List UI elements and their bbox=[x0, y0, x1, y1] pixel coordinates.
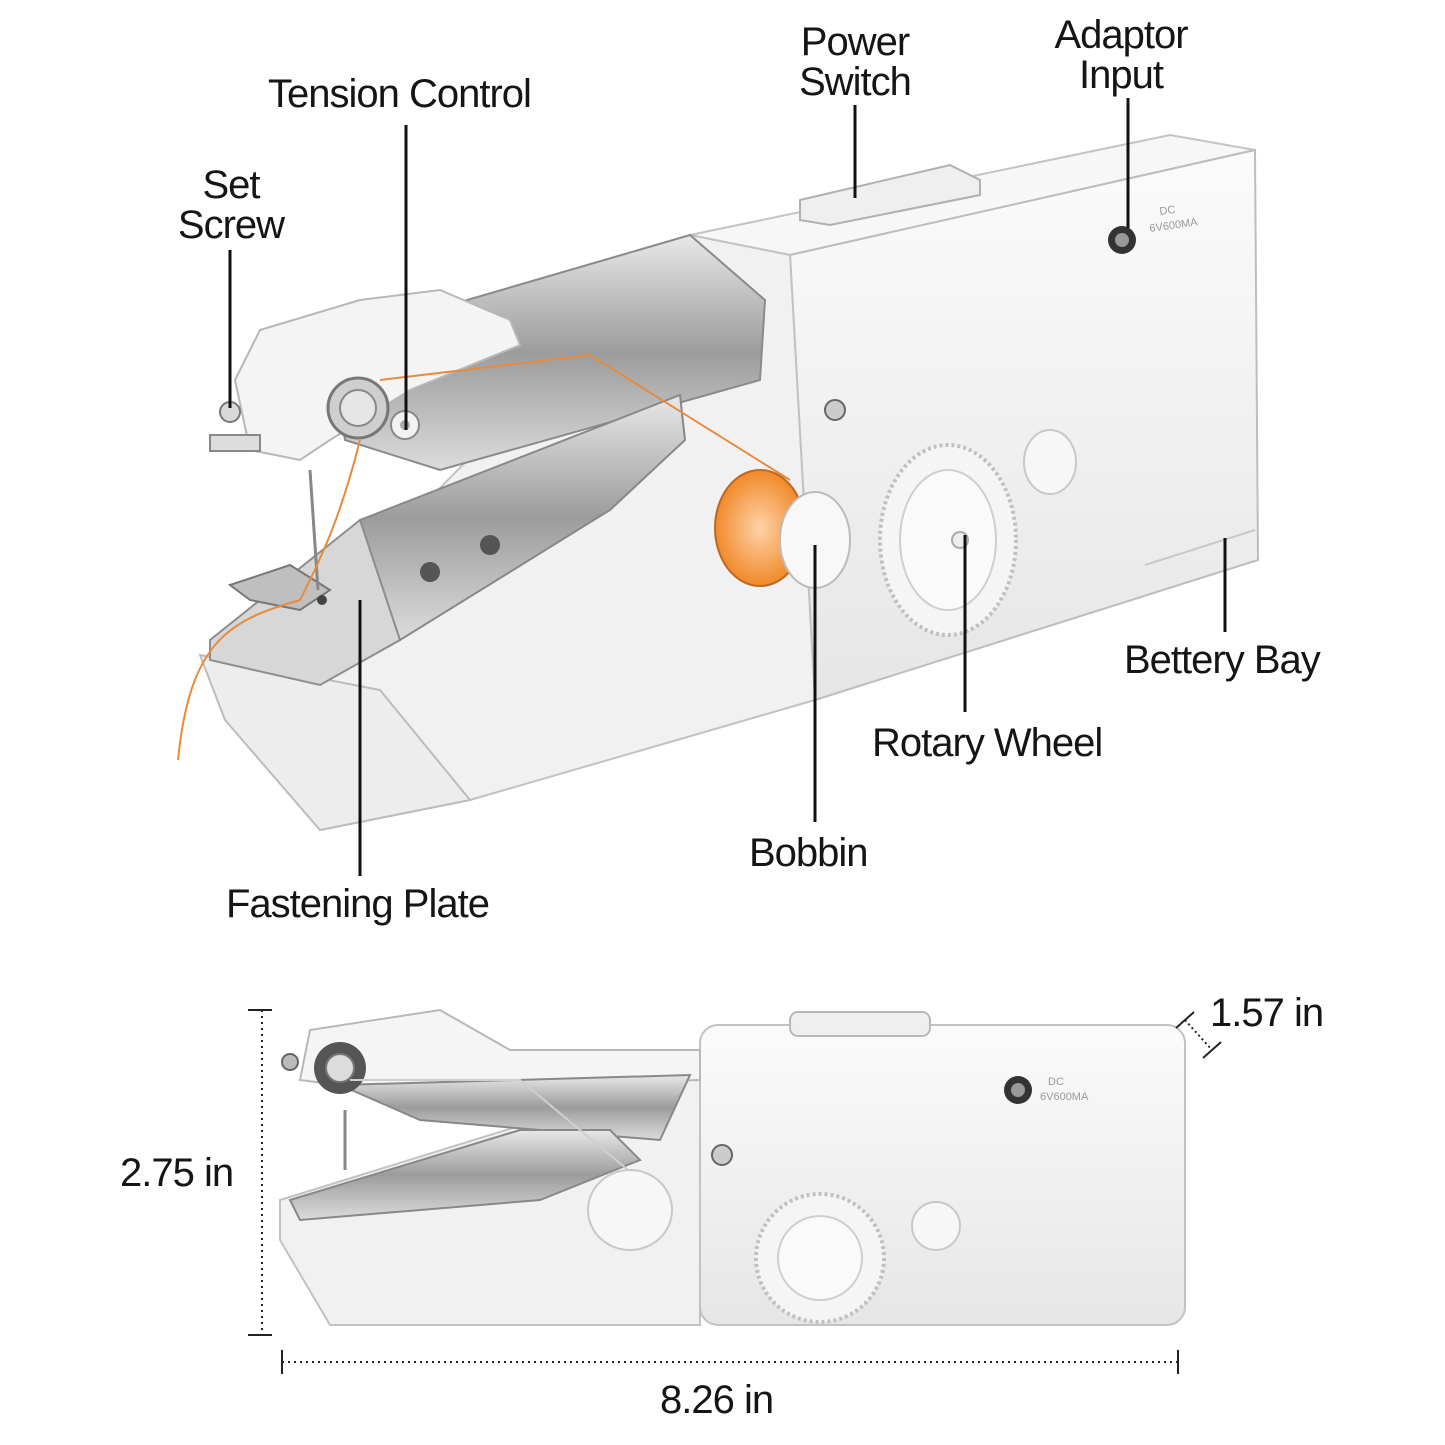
set-screw-line-1: Set bbox=[202, 163, 260, 207]
machine-perspective-view: DC 6V600MA bbox=[177, 133, 1260, 832]
height-dimension-label: 2.75 in bbox=[120, 1151, 234, 1195]
dc-rating-label-top: DC bbox=[1159, 204, 1176, 218]
dc-rating-label-side: DC bbox=[1048, 1076, 1064, 1088]
fastening-plate-label: Fastening Plate bbox=[226, 882, 490, 926]
dimension-lines bbox=[248, 1009, 1222, 1374]
voltage-rating-label-side: 6V600MA bbox=[1040, 1091, 1089, 1103]
leader-lines bbox=[228, 98, 1227, 876]
adaptor-input-label: Adaptor Input bbox=[1040, 15, 1202, 95]
adaptor-input-line-1: Adaptor bbox=[1054, 13, 1188, 57]
battery-bay-label: Bettery Bay bbox=[1124, 638, 1321, 682]
bobbin-label: Bobbin bbox=[749, 831, 869, 875]
width-dimension-label: 8.26 in bbox=[660, 1378, 774, 1422]
power-switch-line-2: Switch bbox=[799, 60, 912, 104]
adaptor-input-line-2: Input bbox=[1079, 53, 1164, 97]
set-screw-label: Set Screw bbox=[175, 165, 287, 245]
set-screw-line-2: Screw bbox=[177, 203, 285, 247]
power-switch-part bbox=[799, 163, 981, 227]
machine-side-view: DC 6V600MA bbox=[279, 1008, 1186, 1326]
depth-dimension-label: 1.57 in bbox=[1210, 991, 1324, 1035]
tension-control-label: Tension Control bbox=[268, 72, 532, 116]
rotary-wheel-label: Rotary Wheel bbox=[872, 721, 1103, 765]
power-switch-label: Power Switch bbox=[790, 22, 920, 102]
head-cover bbox=[233, 288, 522, 462]
power-switch-line-1: Power bbox=[800, 20, 910, 64]
